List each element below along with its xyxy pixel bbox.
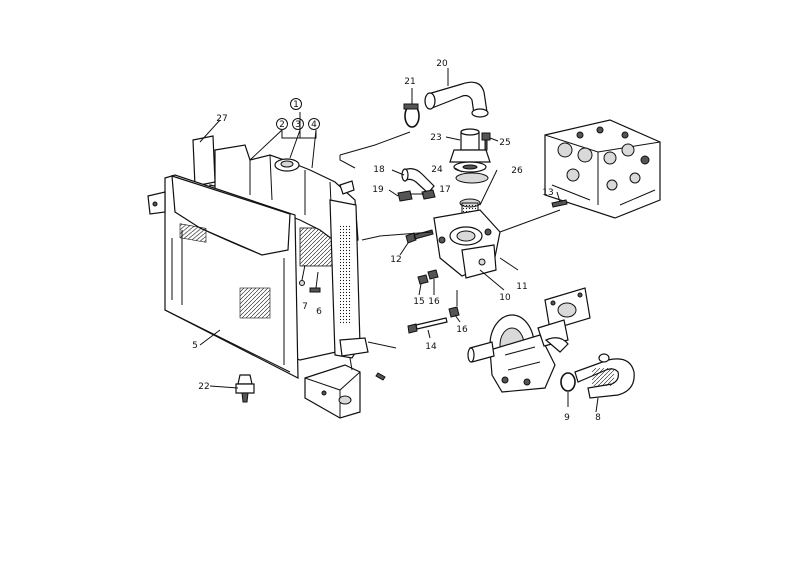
water-pump xyxy=(467,314,556,393)
hose-clamp-21 xyxy=(403,103,420,128)
callout-2: 2 xyxy=(279,120,285,130)
pump-flange xyxy=(537,287,591,353)
callout-9: 9 xyxy=(564,413,570,423)
callout-8: 8 xyxy=(595,413,601,423)
clamp-19 xyxy=(397,190,413,202)
callout-10: 10 xyxy=(499,293,511,303)
engine-block xyxy=(544,119,661,219)
stud-13 xyxy=(551,199,568,208)
bolt-14 xyxy=(407,323,418,334)
hose-clamp-9 xyxy=(560,372,576,392)
callout-17: 17 xyxy=(439,185,450,195)
callout-16b: 16 xyxy=(456,325,468,335)
callout-7: 7 xyxy=(302,302,308,312)
clamp-17 xyxy=(421,189,436,200)
callout-27: 27 xyxy=(216,114,227,124)
callout-3: 3 xyxy=(295,120,301,130)
callout-24: 24 xyxy=(431,165,443,175)
thermostat-housing xyxy=(433,209,501,279)
shroud-grill-lower xyxy=(239,287,271,319)
shroud-post xyxy=(192,135,216,187)
callout-22: 22 xyxy=(198,382,209,392)
drain-plug xyxy=(235,374,255,403)
callout-13: 13 xyxy=(542,188,553,198)
callout-25: 25 xyxy=(499,138,510,148)
washer-7 xyxy=(299,280,305,286)
bypass-hose xyxy=(403,168,435,194)
callout-16a: 16 xyxy=(428,297,440,307)
callout-20: 20 xyxy=(436,59,448,69)
thermostat-outlet xyxy=(449,128,491,173)
bolt-6 xyxy=(309,287,321,293)
sleeve-16 xyxy=(448,306,460,318)
callout-21: 21 xyxy=(404,77,415,87)
gasket-24 xyxy=(455,172,489,184)
callout-5: 5 xyxy=(192,341,198,351)
callout-4: 4 xyxy=(311,120,317,130)
callout-1: 1 xyxy=(293,100,299,110)
callout-6: 6 xyxy=(316,307,322,317)
bolt-25 xyxy=(481,132,491,151)
leader-lines xyxy=(199,68,599,413)
mounting-bracket xyxy=(304,364,361,419)
callout-11: 11 xyxy=(516,282,527,292)
radiator-assembly xyxy=(147,135,386,419)
shroud-grill-upper xyxy=(179,223,207,243)
callout-12: 12 xyxy=(390,255,401,265)
callout-14: 14 xyxy=(425,342,437,352)
callout-18: 18 xyxy=(373,165,385,175)
callout-15: 15 xyxy=(413,297,424,307)
nut-15 xyxy=(417,274,429,285)
callout-26: 26 xyxy=(511,166,523,176)
callout-labels: 1 2 3 4 27 7 6 5 22 21 20 23 25 18 24 26… xyxy=(192,59,601,423)
callout-19: 19 xyxy=(372,185,384,195)
washer-16 xyxy=(427,269,439,280)
callout-23: 23 xyxy=(430,133,441,143)
